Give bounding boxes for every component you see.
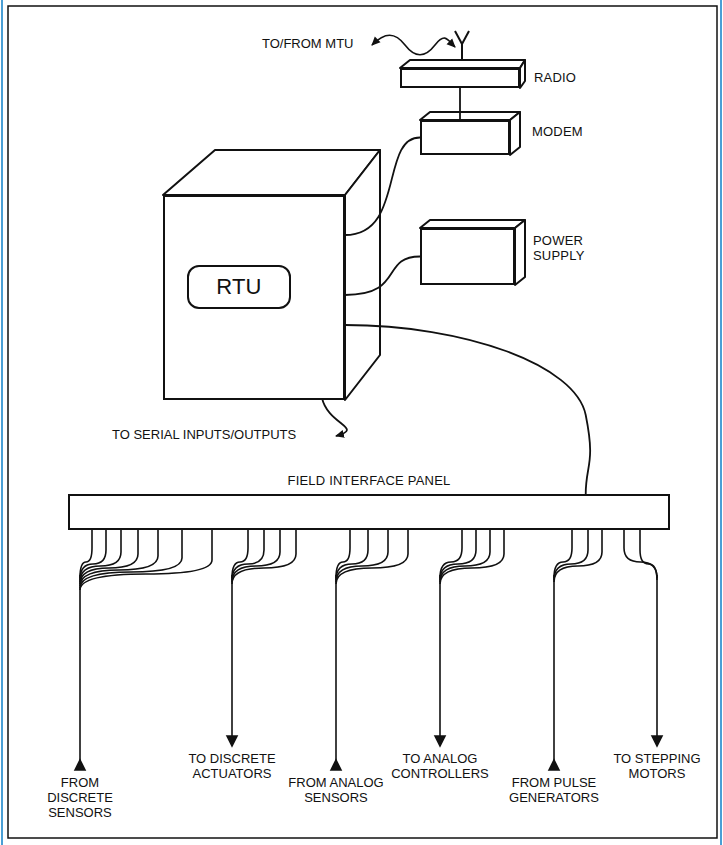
field-wire: [336, 530, 408, 584]
field-wire: [554, 530, 588, 580]
field-wire: [232, 530, 296, 584]
cable: [345, 138, 420, 236]
arrowhead: [549, 760, 559, 770]
signal-label: FROM PULSE GENERATORS: [504, 776, 604, 806]
field-wire: [232, 530, 264, 580]
field-wire: [440, 530, 504, 584]
signal-line: [231, 575, 233, 738]
arrowhead: [652, 736, 662, 746]
signal-label: FROM DISCRETE SENSORS: [30, 776, 130, 821]
field-wire: [440, 530, 490, 582]
cable: [345, 257, 420, 296]
signal-label: FROM ANALOG SENSORS: [286, 776, 386, 806]
node-label: RADIO: [534, 71, 654, 86]
node-label: POWER SUPPLY: [533, 234, 603, 264]
arrowhead: [227, 736, 237, 746]
field-wire: [554, 530, 602, 582]
edge-line: [1, 0, 3, 845]
field-wire: [80, 530, 158, 586]
edge-line: [720, 0, 722, 845]
antenna: [455, 31, 469, 44]
field-interface-panel: FIELD INTERFACE PANEL: [68, 494, 670, 530]
serial-lead: [322, 398, 347, 436]
node-label: RTU: [187, 265, 291, 309]
signal-label: TO ANALOG CONTROLLERS: [390, 752, 490, 782]
field-wire: [80, 530, 212, 590]
node-label: MODEM: [532, 125, 652, 140]
field-wire: [80, 530, 182, 588]
modem-box: MODEM: [420, 120, 510, 155]
field-wire: [440, 530, 476, 580]
modem-side: [510, 112, 520, 155]
cable: [345, 325, 590, 494]
radio-box: RADIO: [400, 68, 520, 88]
signal-label: TO DISCRETE ACTUATORS: [182, 752, 282, 782]
cable: [459, 88, 461, 120]
node-label: FIELD INTERFACE PANEL: [70, 474, 668, 489]
power-top: [420, 220, 525, 228]
rtu-top: [163, 150, 380, 195]
frame: [8, 6, 717, 838]
signal-line: [656, 575, 658, 738]
radio-top: [400, 60, 525, 68]
io-label: TO SERIAL INPUTS/OUTPUTS: [112, 428, 327, 443]
rtu-box: RTU: [163, 195, 345, 400]
arrowhead: [331, 760, 341, 770]
radio-link: [372, 35, 455, 55]
signal-line: [79, 575, 81, 762]
field-wire: [336, 530, 368, 580]
field-wire: [232, 530, 280, 582]
power-supply-box: POWER SUPPLY: [420, 228, 515, 285]
rtu-side: [345, 150, 380, 400]
arrowhead: [435, 736, 445, 746]
field-wire: [336, 530, 388, 582]
modem-top: [420, 112, 520, 120]
radio-side: [520, 60, 525, 88]
signal-line: [335, 575, 337, 762]
antenna: [461, 44, 463, 60]
signal-line: [439, 575, 441, 738]
arrowhead: [75, 760, 85, 770]
signal-line: [553, 575, 555, 762]
power-side: [515, 220, 525, 285]
link-label: TO/FROM MTU: [262, 37, 367, 52]
field-wire: [640, 530, 657, 580]
signal-label: TO STEPPING MOTORS: [607, 752, 707, 782]
